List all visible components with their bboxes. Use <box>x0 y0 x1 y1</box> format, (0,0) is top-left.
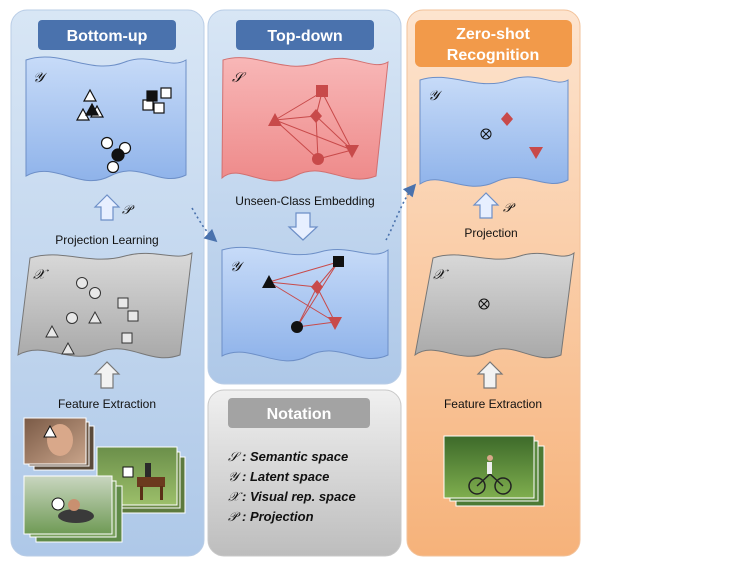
zero-shot-latent-markers <box>480 112 543 159</box>
top-down-title: Top-down <box>267 28 342 45</box>
top-down-title-box <box>236 20 374 50</box>
hollow-up-arrow-icon <box>472 192 500 219</box>
flow-arrow-left <box>191 207 218 243</box>
square-marker <box>127 310 139 322</box>
bottom-up-visual-sheet <box>17 252 193 359</box>
bottom-up-extraction-label: Feature Extraction <box>58 397 156 411</box>
bottom-up-latent-markers <box>75 87 172 174</box>
diamond-marker <box>310 109 322 123</box>
zero-shot-extraction-label: Feature Extraction <box>444 397 542 411</box>
notation-title: Notation <box>267 406 332 423</box>
zero-shot-title-box <box>415 20 572 67</box>
bottom-up-title: Bottom-up <box>67 28 148 45</box>
triangle-marker <box>45 324 59 338</box>
notation-title-box <box>228 398 370 428</box>
top-down-semantic-sheet <box>221 57 389 182</box>
triangle-marker <box>61 341 75 355</box>
bottom-up-title-box <box>38 20 176 50</box>
zero-shot-latent-sheet <box>419 76 569 187</box>
notation-text-latent: : Latent space <box>242 469 329 484</box>
square-marker-filled <box>333 256 344 267</box>
flow-arrow-right <box>385 183 417 241</box>
triangle-marker-filled <box>84 102 100 116</box>
semantic-class-graph <box>268 85 359 165</box>
hollow-down-arrow-icon <box>287 212 319 241</box>
square-marker-filled <box>146 90 158 102</box>
bottom-up-projection-label: Projection Learning <box>55 233 158 247</box>
notation-text-projection: : Projection <box>242 509 314 524</box>
triangle-marker <box>82 88 98 102</box>
notation-text-semantic: : Semantic space <box>242 449 348 464</box>
circle-marker <box>76 277 88 289</box>
circle-marker-filled <box>291 321 303 333</box>
circle-marker <box>100 136 114 150</box>
hollow-up-arrow-icon <box>93 194 121 221</box>
diamond-marker <box>501 112 513 126</box>
notation-text-visual: : Visual rep. space <box>242 489 356 504</box>
circled-times-icon <box>478 298 490 310</box>
triangle-marker-filled <box>262 275 276 288</box>
inverted-triangle-marker <box>345 145 359 158</box>
inverted-triangle-marker <box>328 317 342 330</box>
bottom-up-visual-markers <box>45 277 139 355</box>
hollow-up-arrow-icon <box>93 361 121 389</box>
circle-marker <box>106 160 120 174</box>
video-frames-stack-1 <box>23 417 95 471</box>
square-marker <box>153 102 165 114</box>
bottom-up-latent-sheet <box>25 56 187 182</box>
circle-marker <box>66 312 78 324</box>
zero-shot-visual-symbol: 𝒳 <box>433 267 449 283</box>
notation-panel <box>207 389 402 557</box>
unseen-class-embedding-label: Unseen-Class Embedding <box>235 194 374 208</box>
circle-marker-filled <box>111 148 125 162</box>
square-marker <box>160 87 172 99</box>
circle-marker <box>312 153 324 165</box>
inverted-triangle-marker <box>529 147 543 159</box>
bottom-up-visual-symbol: 𝒳 <box>33 267 49 283</box>
square-marker <box>316 85 328 97</box>
circled-times-icon <box>480 128 492 140</box>
hollow-up-arrow-icon <box>476 361 504 389</box>
circle-marker <box>89 287 101 299</box>
video-frames-stack-unseen <box>443 435 545 507</box>
latent-class-graph <box>262 256 344 333</box>
triangle-marker <box>88 310 102 324</box>
square-marker <box>121 332 133 344</box>
zero-shot-title-line2: Recognition <box>447 47 539 64</box>
zero-shot-projection-label: Projection <box>464 226 517 240</box>
zero-shot-visual-sheet <box>414 251 575 359</box>
triangle-marker <box>268 113 282 126</box>
video-frames-stack-3 <box>23 475 123 543</box>
square-marker <box>117 297 129 309</box>
diamond-marker <box>311 280 323 294</box>
zero-shot-title-line1: Zero-shot <box>456 26 530 43</box>
